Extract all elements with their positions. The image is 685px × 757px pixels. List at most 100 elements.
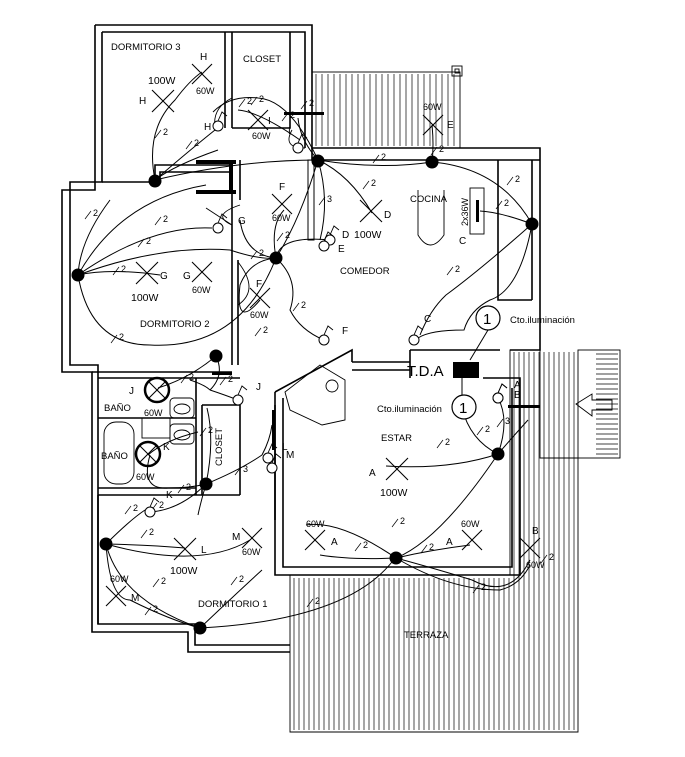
room-bano: BAÑO <box>101 451 128 462</box>
fixture-tag: M <box>131 593 139 604</box>
junction-box-icon <box>193 621 207 635</box>
fixture-tag: C <box>459 236 466 247</box>
switch-tag: C <box>424 314 431 325</box>
room-estar: ESTAR <box>381 433 412 444</box>
wire-count: 2 <box>194 138 199 148</box>
wire-tick <box>250 250 258 260</box>
light-fixture-icon <box>105 585 127 607</box>
panel-box <box>453 362 479 378</box>
fixture-watt: 60W <box>242 547 261 557</box>
fixture-watt: 2x36W <box>460 197 470 226</box>
junction-box-icon <box>148 174 162 188</box>
wire-count: 2 <box>121 264 126 274</box>
circuit-label: Cto.iluminación <box>377 404 442 415</box>
wire-count: 2 <box>161 576 166 586</box>
fixture-watt: 60W <box>110 574 129 584</box>
junction-box-icon <box>99 537 113 551</box>
fixture-watt: 60W <box>306 519 325 529</box>
light-fixture-icon <box>422 114 444 136</box>
switch-icon <box>292 142 304 154</box>
circuit-number: 1 <box>459 400 467 417</box>
wire-count: 2 <box>439 144 444 154</box>
switch-lever <box>237 385 248 396</box>
fixture-tag: H <box>200 52 207 63</box>
switch-icon <box>318 240 330 252</box>
wire-count: 2 <box>259 94 264 104</box>
wire-tick <box>112 266 120 276</box>
fixture-watt: 60W <box>196 86 215 96</box>
switch-lever <box>413 325 424 336</box>
switch-icon <box>492 392 504 404</box>
wire-count: 2 <box>549 552 554 562</box>
wire-tick <box>110 334 118 344</box>
door-jamb-6 <box>508 405 540 408</box>
wire-tick <box>495 200 503 210</box>
fixture-tag: E <box>447 120 454 131</box>
fixture-tag: G <box>183 271 191 282</box>
room-closet: CLOSET <box>243 54 281 65</box>
door-jamb-1 <box>229 160 233 190</box>
switch-lever <box>267 443 278 454</box>
bath-light-icon <box>134 440 162 468</box>
wire-count: 2 <box>429 542 434 552</box>
wire-tick <box>472 584 480 594</box>
fixture-tag: M <box>232 532 240 543</box>
wire-tick <box>300 100 308 110</box>
wire-count: 2 <box>247 96 252 106</box>
room-dormitorio-2: DORMITORIO 2 <box>140 319 210 330</box>
fluorescent-fixture-icon <box>476 200 479 222</box>
switch-lever <box>323 231 334 242</box>
switch-tag: H <box>204 122 211 133</box>
light-fixture-icon <box>304 529 326 551</box>
wire-tick <box>372 154 380 164</box>
light-fixture-icon <box>173 537 197 561</box>
wire-tick <box>84 210 92 220</box>
circuit-label: Cto.iluminación <box>510 315 575 326</box>
switch-icon <box>408 334 420 346</box>
fixture-tag: K <box>163 442 170 453</box>
fixture-watt: 100W <box>354 229 382 241</box>
fixture-tag: F <box>279 182 285 193</box>
fixture-watt: 100W <box>170 565 198 577</box>
fixture-tag: B <box>532 526 539 537</box>
fixture-watt: 100W <box>148 75 176 87</box>
wire-tick <box>420 544 428 554</box>
switch-icon <box>212 120 224 132</box>
circuit-number: 1 <box>483 311 491 328</box>
switch-tag: J <box>256 382 261 393</box>
wire-tick <box>354 542 362 552</box>
wire-count: 2 <box>301 300 306 310</box>
fixture-watt: 60W <box>252 131 271 141</box>
wire-tick <box>185 140 193 150</box>
walls <box>61 24 541 653</box>
fixture-watt: 60W <box>136 472 155 482</box>
fixture-tag: A <box>369 468 376 479</box>
wire-count: 2 <box>208 425 213 435</box>
light-fixture-icon <box>241 527 263 549</box>
junction-box-icon <box>491 447 505 461</box>
fixture-watt: 100W <box>131 292 159 304</box>
room-terraza: TERRAZA <box>404 630 449 641</box>
doors <box>196 97 540 450</box>
circuit-marker <box>451 394 477 420</box>
wire-count: 2 <box>515 174 520 184</box>
wire-count: 3 <box>243 464 248 474</box>
wire-tick <box>254 327 262 337</box>
wire-count: 3 <box>327 194 332 204</box>
fixture-watt: 60W <box>192 285 211 295</box>
wire-count: 2 <box>381 152 386 162</box>
switch-icon <box>232 394 244 406</box>
wire-tick <box>234 466 242 476</box>
light-fixture-icon <box>249 287 271 309</box>
wire-count: 2 <box>93 208 98 218</box>
wire-tick <box>230 576 238 586</box>
switch-tag: K <box>166 490 173 501</box>
door-jamb-2 <box>196 160 236 164</box>
wire-tick <box>362 180 370 190</box>
wire-tick <box>199 427 207 437</box>
door-jamb-4 <box>272 410 275 450</box>
light-fixture-icon <box>271 193 293 215</box>
switch-lever <box>329 225 340 236</box>
